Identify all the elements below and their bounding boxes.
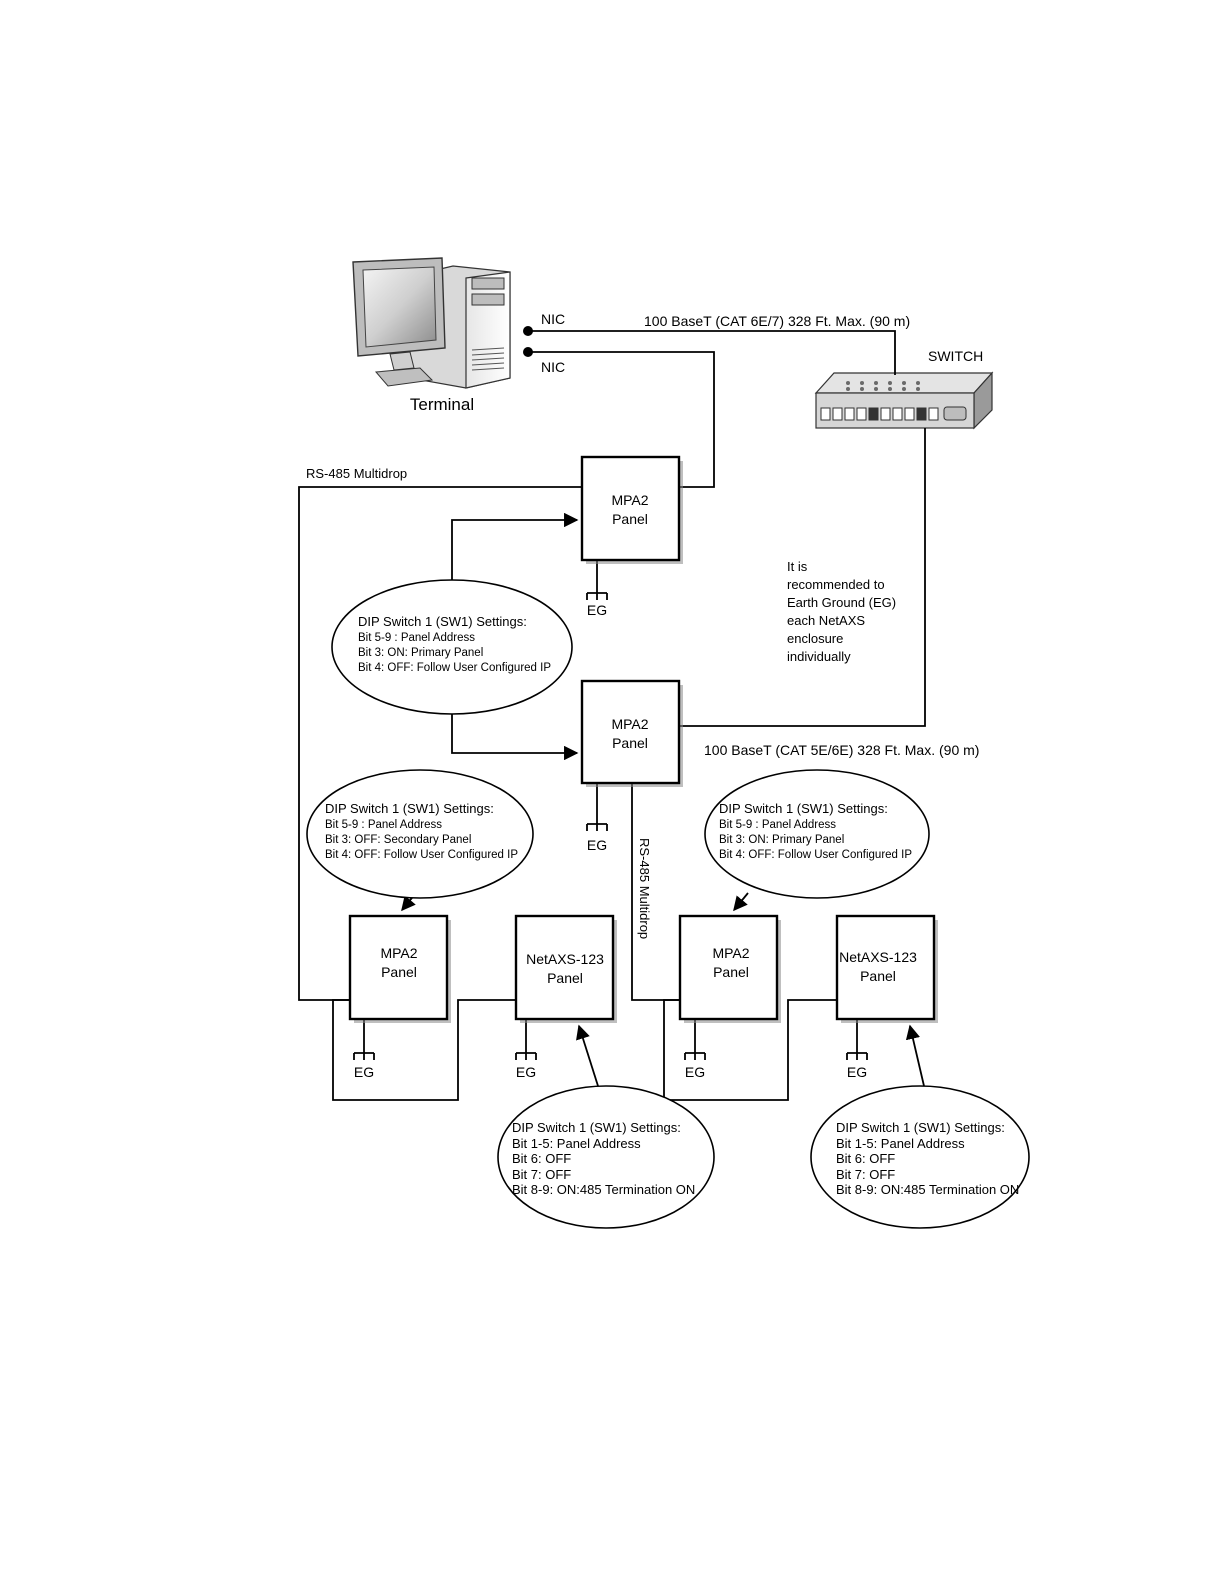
svg-text:Bit 5-9 : Panel Address: Bit 5-9 : Panel Address: [325, 819, 442, 831]
dip-callout-primary-upper: DIP Switch 1 (SW1) Settings: Bit 5-9 : P…: [331, 579, 573, 715]
panel-name: MPA2: [380, 945, 417, 961]
svg-text:It is: It is: [787, 559, 808, 574]
earth-ground-netaxs-br: [846, 1019, 868, 1060]
svg-text:Bit 7: OFF: Bit 7: OFF: [512, 1167, 571, 1182]
bus-right-loop: [663, 999, 837, 1101]
earth-ground-mpa2-bl: [353, 1019, 375, 1060]
earth-ground-top: [586, 560, 608, 600]
ground-label-mpa2-br: EG: [685, 1064, 705, 1080]
panel-name: MPA2: [611, 492, 648, 508]
svg-text:DIP Switch 1 (SW1) Settings:: DIP Switch 1 (SW1) Settings:: [358, 614, 527, 629]
ground-label-top: EG: [587, 602, 607, 618]
earth-ground-mpa2-br: [684, 1019, 706, 1060]
svg-text:recommended to: recommended to: [787, 577, 885, 592]
svg-text:Bit 4: OFF: Follow User Config: Bit 4: OFF: Follow User Configured IP: [358, 662, 551, 674]
panel-type: Panel: [860, 968, 896, 984]
svg-text:each NetAXS: each NetAXS: [787, 613, 865, 628]
arrow-dip-to-mpa2-top: [451, 512, 579, 580]
svg-text:Bit 5-9 : Panel Address: Bit 5-9 : Panel Address: [719, 819, 836, 831]
svg-text:Earth Ground (EG): Earth Ground (EG): [787, 595, 896, 610]
earth-ground-note: It is recommended to Earth Ground (EG) e…: [787, 559, 896, 664]
arrow-dip-to-mpa2-mid: [451, 714, 579, 761]
network-switch-icon: [814, 371, 994, 430]
bus-left-loop: [332, 999, 516, 1101]
svg-text:Bit 4: OFF: Follow User Config: Bit 4: OFF: Follow User Configured IP: [719, 849, 912, 861]
panel-type: Panel: [612, 511, 648, 527]
panel-name: NetAXS-123: [839, 949, 917, 965]
netaxs-panel-bottom-right: NetAXS-123 Panel: [835, 914, 938, 1023]
link-nic-to-switch: [528, 330, 896, 375]
svg-text:Bit 8-9: ON:485 Termination ON: Bit 8-9: ON:485 Termination ON: [512, 1182, 695, 1197]
mpa2-panel-bottom-right: MPA2 Panel: [678, 914, 781, 1023]
switch-label: SWITCH: [928, 348, 983, 364]
link-label-middle: 100 BaseT (CAT 5E/6E) 328 Ft. Max. (90 m…: [704, 742, 979, 758]
svg-text:Bit 1-5: Panel Address: Bit 1-5: Panel Address: [836, 1136, 965, 1151]
earth-ground-mid: [586, 783, 608, 831]
rs485-left-bus: [298, 486, 582, 1001]
nic-label-top: NIC: [541, 311, 565, 327]
link-switch-to-mpa2-mid: [679, 428, 926, 727]
earth-ground-netaxs-bl: [515, 1019, 537, 1060]
ground-label-mid: EG: [587, 837, 607, 853]
svg-text:Bit 1-5: Panel Address: Bit 1-5: Panel Address: [512, 1136, 641, 1151]
ground-label-mpa2-bl: EG: [354, 1064, 374, 1080]
svg-text:Bit 6: OFF: Bit 6: OFF: [512, 1151, 571, 1166]
panel-type: Panel: [381, 964, 417, 980]
svg-text:Bit 3: OFF: Secondary Panel: Bit 3: OFF: Secondary Panel: [325, 834, 471, 846]
panel-type: Panel: [612, 735, 648, 751]
svg-text:Bit 7: OFF: Bit 7: OFF: [836, 1167, 895, 1182]
wiring: [298, 330, 926, 1101]
svg-text:DIP Switch 1 (SW1) Settings:: DIP Switch 1 (SW1) Settings:: [325, 801, 494, 816]
mpa2-panel-top: MPA2 Panel: [580, 455, 683, 564]
svg-text:DIP Switch 1 (SW1) Settings:: DIP Switch 1 (SW1) Settings:: [719, 801, 888, 816]
link-label-top: 100 BaseT (CAT 6E/7) 328 Ft. Max. (90 m): [644, 313, 910, 329]
dip-callout-netaxs-left: DIP Switch 1 (SW1) Settings: Bit 1-5: Pa…: [497, 1085, 715, 1229]
svg-text:Bit 4: OFF: Follow User Config: Bit 4: OFF: Follow User Configured IP: [325, 849, 518, 861]
dip-callout-netaxs-right: DIP Switch 1 (SW1) Settings: Bit 1-5: Pa…: [810, 1085, 1030, 1229]
terminal-label: Terminal: [410, 395, 474, 414]
arrow-dip-to-netaxs-bl: [576, 1024, 599, 1087]
svg-text:enclosure: enclosure: [787, 631, 843, 646]
svg-text:DIP Switch 1 (SW1) Settings:: DIP Switch 1 (SW1) Settings:: [512, 1120, 681, 1135]
svg-text:Bit 5-9 : Panel Address: Bit 5-9 : Panel Address: [358, 632, 475, 644]
netaxs-panel-bottom-left: NetAXS-123 Panel: [514, 914, 617, 1023]
rs485-label-left: RS-485 Multidrop: [306, 466, 407, 481]
svg-text:Bit 6: OFF: Bit 6: OFF: [836, 1151, 895, 1166]
dip-callout-primary-right: DIP Switch 1 (SW1) Settings: Bit 5-9 : P…: [704, 769, 930, 899]
mpa2-panel-bottom-left: MPA2 Panel: [348, 914, 451, 1023]
dip-callout-secondary-left: DIP Switch 1 (SW1) Settings: Bit 5-9 : P…: [306, 769, 534, 899]
svg-text:Bit 3: ON: Primary Panel: Bit 3: ON: Primary Panel: [358, 647, 483, 659]
mpa2-panel-mid: MPA2 Panel: [580, 679, 683, 787]
svg-text:Bit 8-9: ON:485 Termination ON: Bit 8-9: ON:485 Termination ON: [836, 1182, 1019, 1197]
link-nic-to-mpa2-top: [528, 351, 715, 488]
terminal-computer-icon: [352, 257, 511, 389]
panel-type: Panel: [547, 970, 583, 986]
svg-text:individually: individually: [787, 649, 851, 664]
ground-label-netaxs-br: EG: [847, 1064, 867, 1080]
panel-type: Panel: [713, 964, 749, 980]
arrow-dip-to-netaxs-br: [905, 1024, 925, 1087]
rs485-label-vertical: RS-485 Multidrop: [637, 838, 652, 939]
svg-text:Bit 3: ON: Primary Panel: Bit 3: ON: Primary Panel: [719, 834, 844, 846]
panel-name: MPA2: [712, 945, 749, 961]
panel-name: MPA2: [611, 716, 648, 732]
svg-text:DIP Switch 1 (SW1) Settings:: DIP Switch 1 (SW1) Settings:: [836, 1120, 1005, 1135]
arrow-dip-to-mpa2-br: [733, 892, 749, 912]
panel-name: NetAXS-123: [526, 951, 604, 967]
nic-label-bottom: NIC: [541, 359, 565, 375]
ground-label-netaxs-bl: EG: [516, 1064, 536, 1080]
